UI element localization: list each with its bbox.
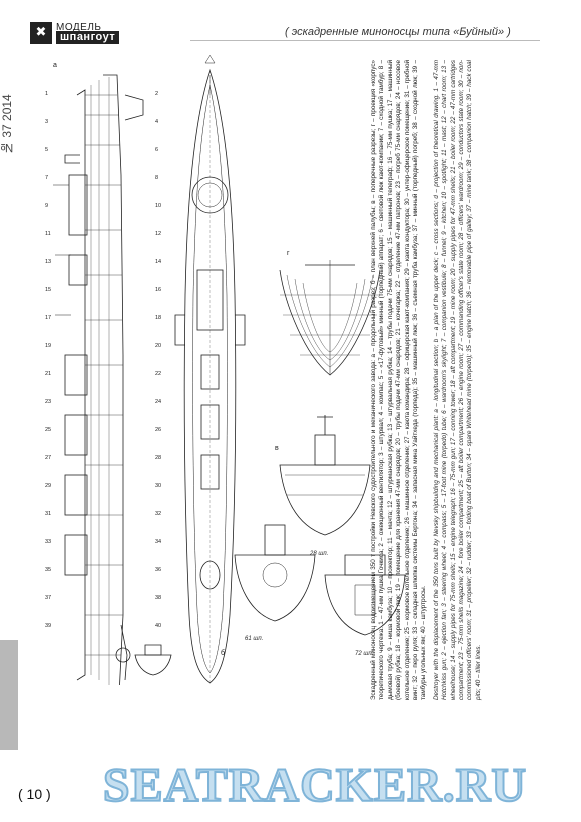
issue-number: № 37 2014 xyxy=(0,94,14,156)
deck-plan xyxy=(174,55,246,684)
logo-text-bottom: шпангоут xyxy=(56,31,120,44)
drawing-letter-v: в xyxy=(275,445,279,452)
callout-14: 14 xyxy=(155,259,161,265)
callout-11: 11 xyxy=(45,231,51,237)
callout-19: 19 xyxy=(45,343,51,349)
body-plan xyxy=(279,260,381,376)
caption-ru: Эскадренный миноносец водоизмещением 350… xyxy=(370,60,428,700)
callout-12: 12 xyxy=(155,231,161,237)
section-label-61: 61 шп. xyxy=(245,636,263,642)
series-title: ( эскадренные миноносцы типа «Буйный» ) xyxy=(285,26,511,38)
page-number: ( 10 ) xyxy=(18,786,51,802)
callout-8: 8 xyxy=(155,175,158,181)
callout-4: 4 xyxy=(155,119,158,125)
callout-28: 28 xyxy=(155,455,161,461)
callout-39: 39 xyxy=(45,623,51,629)
longitudinal-section xyxy=(53,74,144,685)
callout-30: 30 xyxy=(155,483,161,489)
callout-5: 5 xyxy=(45,147,48,153)
cross-section-61 xyxy=(234,524,316,622)
drawing-letter-b: б xyxy=(221,649,225,657)
magazine-logo: ✖ МОДЕЛЬ шпангоут xyxy=(30,22,190,44)
callout-2: 2 xyxy=(155,91,158,97)
caption-en: Destroyer with the displacement of the 3… xyxy=(432,60,482,700)
logo-mark-icon: ✖ xyxy=(30,22,52,44)
callout-20: 20 xyxy=(155,343,161,349)
callout-24: 24 xyxy=(155,399,161,405)
callout-13: 13 xyxy=(45,259,51,265)
callout-9: 9 xyxy=(45,203,48,209)
callout-27: 27 xyxy=(45,455,51,461)
callout-18: 18 xyxy=(155,315,161,321)
section-detail xyxy=(134,644,172,676)
callout-25: 25 xyxy=(45,427,51,433)
callout-10: 10 xyxy=(155,203,161,209)
section-label-72: 72 шп. xyxy=(355,651,373,657)
callout-40: 40 xyxy=(155,623,161,629)
callout-22: 22 xyxy=(155,371,161,377)
callout-37: 37 xyxy=(45,595,51,601)
callout-32: 32 xyxy=(155,511,161,517)
logo-text-top: МОДЕЛЬ xyxy=(56,22,102,33)
caption-column: Эскадренный миноносец водоизмещением 350… xyxy=(370,60,581,710)
callout-38: 38 xyxy=(155,595,161,601)
callout-29: 29 xyxy=(45,483,51,489)
cross-section-28 xyxy=(279,415,371,536)
watermark: SEATRACKER.RU xyxy=(80,752,550,820)
callout-17: 17 xyxy=(45,315,51,321)
callout-15: 15 xyxy=(45,287,51,293)
callout-7: 7 xyxy=(45,175,48,181)
callout-6: 6 xyxy=(155,147,158,153)
caption-rotated: Эскадренный миноносец водоизмещением 350… xyxy=(370,60,570,700)
watermark-text: SEATRACKER.RU xyxy=(102,758,528,813)
drawing-letter-g: г xyxy=(287,250,290,257)
callout-35: 35 xyxy=(45,567,51,573)
callout-21: 21 xyxy=(45,371,51,377)
callout-3: 3 xyxy=(45,119,48,125)
callout-34: 34 xyxy=(155,539,161,545)
cross-section-72 xyxy=(324,554,406,636)
callout-26: 26 xyxy=(155,427,161,433)
drawing-letter-a: а xyxy=(53,62,57,69)
callout-1: 1 xyxy=(45,91,48,97)
callout-33: 33 xyxy=(45,539,51,545)
section-label-28: 28 шп. xyxy=(309,551,328,557)
header-divider xyxy=(190,40,540,41)
callout-16: 16 xyxy=(155,287,161,293)
callout-31: 31 xyxy=(45,511,51,517)
callout-36: 36 xyxy=(155,567,161,573)
side-decor-bar xyxy=(0,640,18,750)
callout-23: 23 xyxy=(45,399,51,405)
